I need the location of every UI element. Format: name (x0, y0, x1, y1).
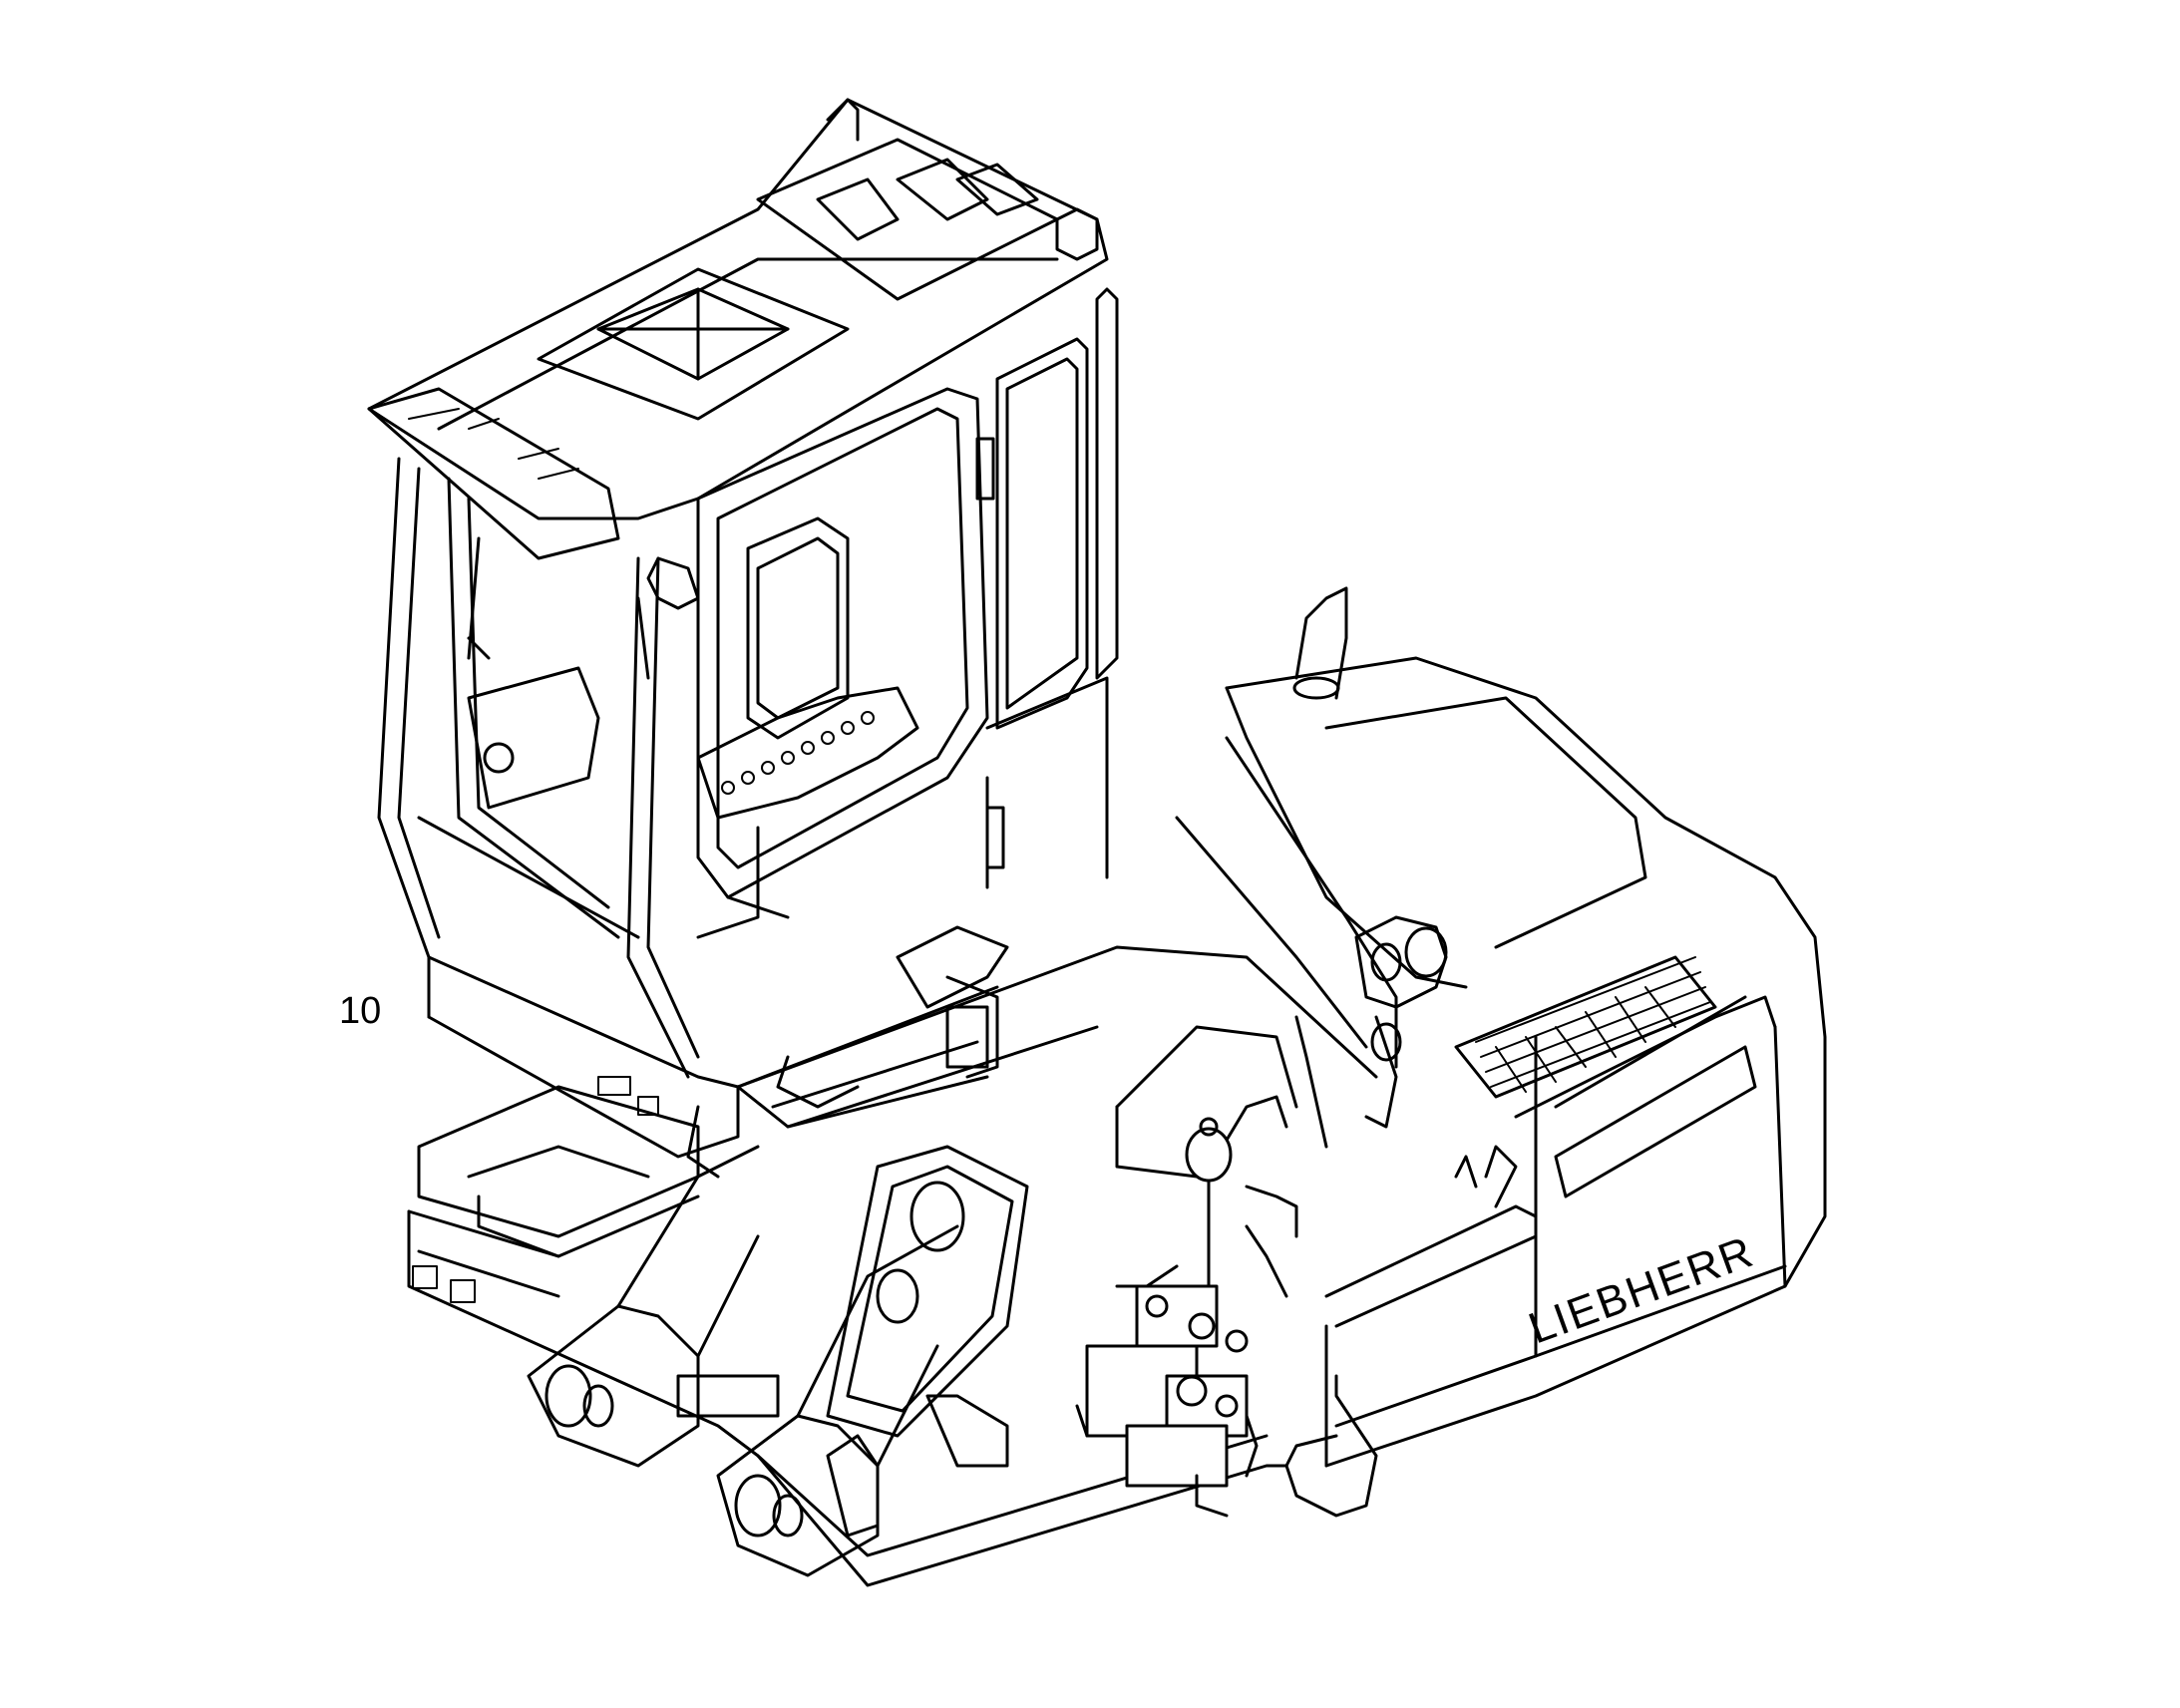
cab-frame (367, 98, 1119, 1079)
callout-label-10: 10 (339, 990, 382, 1032)
hydraulic-valve-block (1075, 1095, 1298, 1518)
engine-hood (1225, 586, 1827, 1468)
boom-brackets (527, 1145, 959, 1577)
upper-deck (736, 945, 1378, 1179)
boom-arm (1175, 736, 1448, 1149)
steps (776, 925, 1009, 1109)
base-frame (407, 1085, 1378, 1587)
boom-plate (826, 1145, 1029, 1468)
brand-text: LIEBHERR (1523, 1227, 1761, 1354)
cab-base (427, 955, 999, 1179)
